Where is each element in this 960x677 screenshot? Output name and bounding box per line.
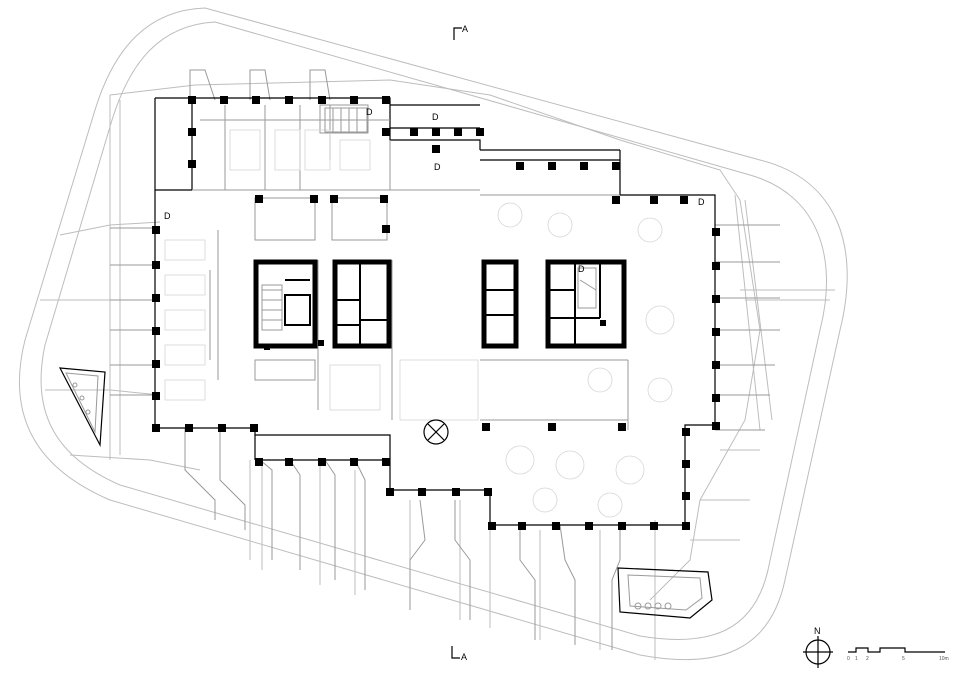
svg-text:N: N — [814, 626, 821, 636]
door-tag-6: D — [434, 162, 441, 172]
svg-text:10m: 10m — [939, 656, 949, 662]
svg-text:2: 2 — [866, 656, 869, 662]
svg-text:D: D — [698, 197, 705, 207]
door-tag-3: D — [164, 211, 171, 221]
scale-bar: 0 1 2 5 10m — [847, 647, 949, 662]
planter-southeast — [617, 567, 713, 619]
core-west — [253, 259, 318, 349]
terrace-lines — [40, 79, 835, 660]
core-centre-east — [481, 259, 519, 349]
svg-text:1: 1 — [855, 656, 858, 662]
partitions — [192, 104, 629, 430]
stair-north — [324, 107, 368, 133]
svg-text:A: A — [462, 24, 468, 34]
core-centre-west — [332, 259, 392, 349]
north-arrow: N — [803, 626, 833, 668]
section-marker-bottom: A — [451, 646, 467, 662]
svg-text:D: D — [366, 107, 373, 117]
svg-text:D: D — [432, 112, 439, 122]
door-tag-2: D — [432, 112, 439, 122]
columns — [152, 96, 720, 530]
site-boundary-inner — [40, 21, 827, 640]
door-tag-1: D — [366, 107, 373, 117]
door-tag-5: D — [578, 264, 585, 274]
facade-fins — [110, 69, 780, 650]
svg-text:D: D — [434, 162, 441, 172]
svg-text:A: A — [461, 652, 467, 662]
door-tag-4: D — [698, 197, 705, 207]
svg-text:D: D — [164, 211, 171, 221]
site-boundary — [18, 7, 848, 661]
svg-text:5: 5 — [902, 656, 905, 662]
svg-text:D: D — [578, 264, 585, 274]
revolving-door-icon — [423, 419, 449, 445]
planter-west — [58, 367, 106, 448]
svg-text:0: 0 — [847, 656, 850, 662]
section-marker-top: A — [453, 24, 468, 40]
core-east — [545, 259, 627, 349]
